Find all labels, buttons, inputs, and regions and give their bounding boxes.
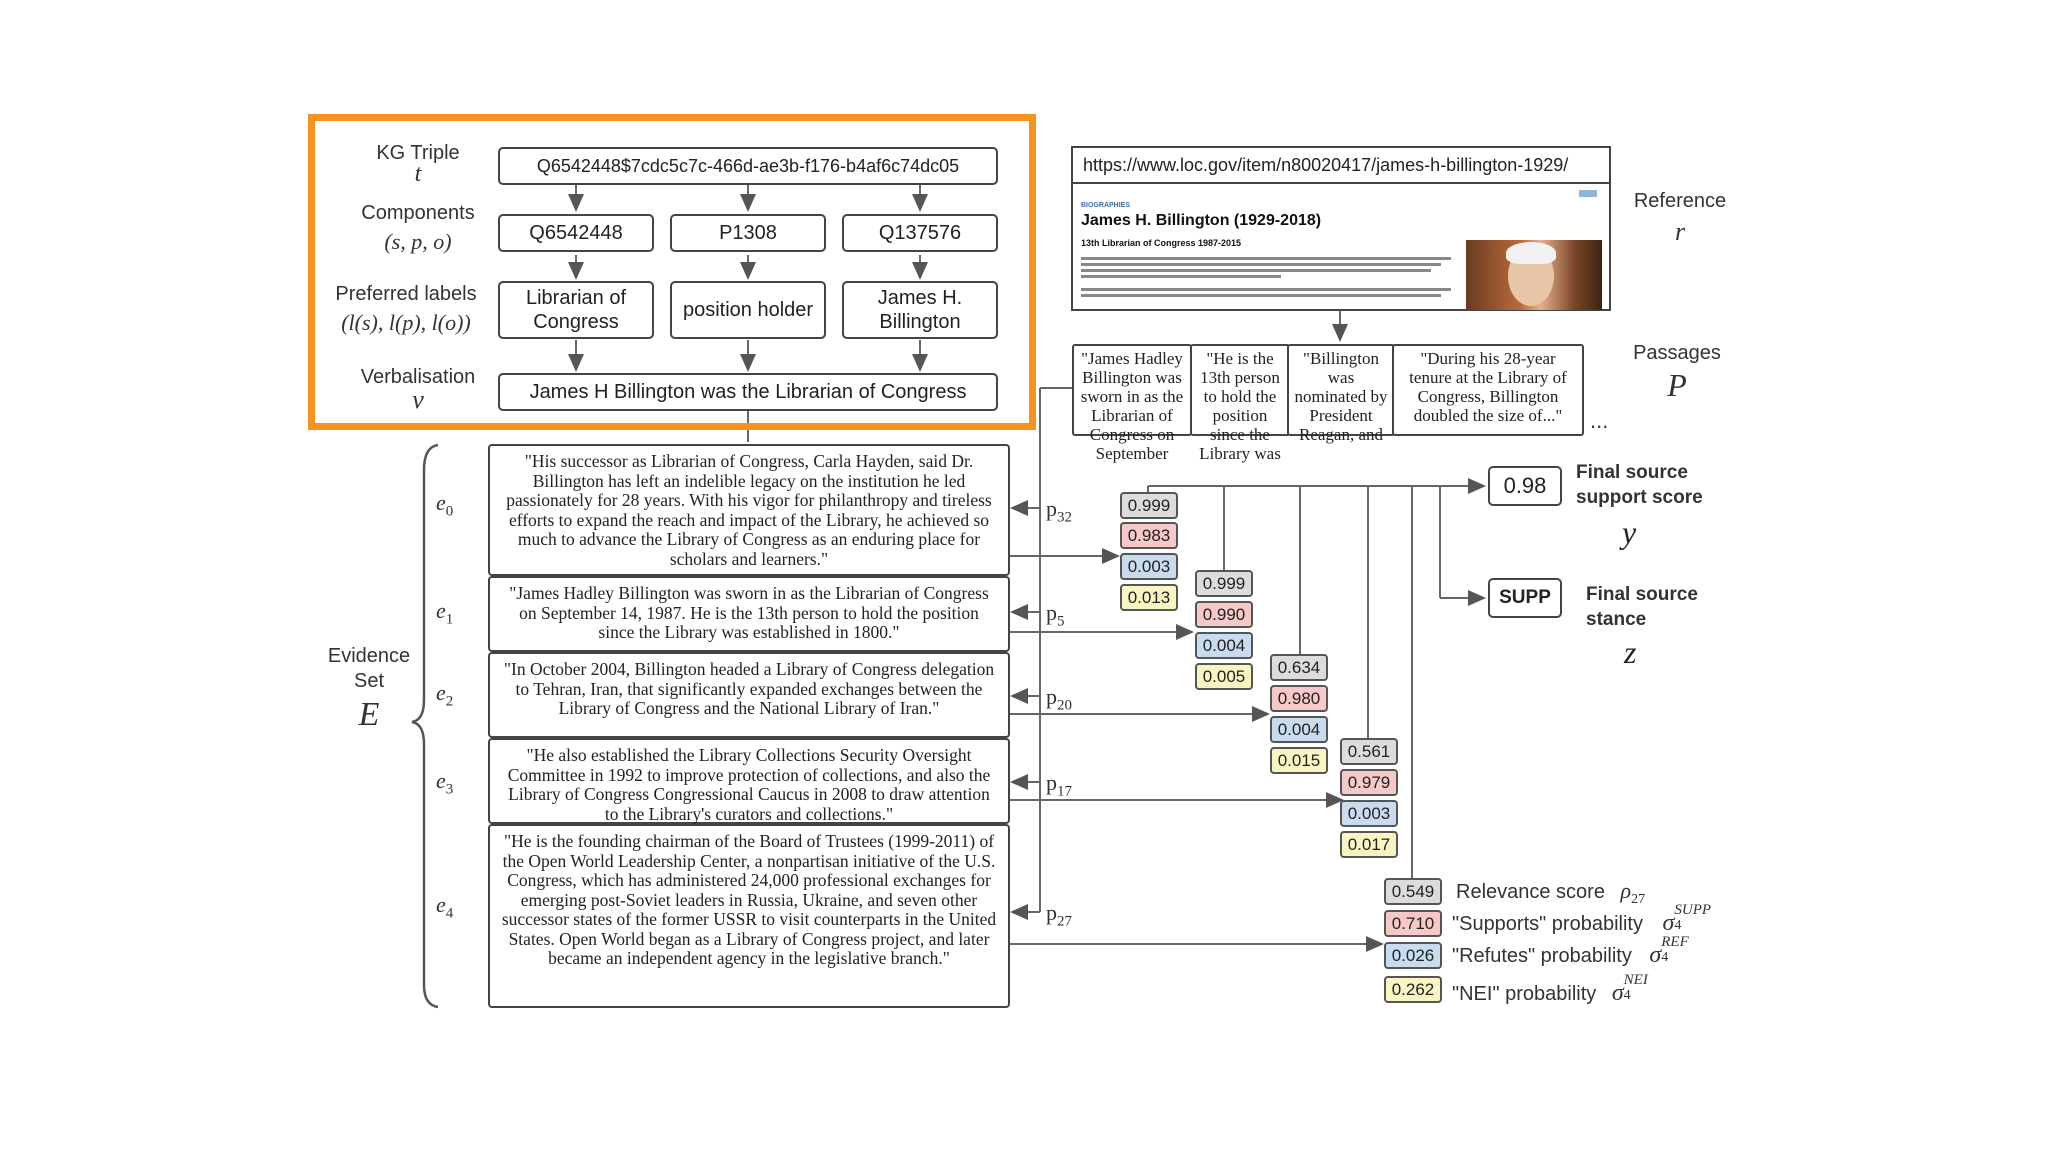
relevance-score: 0.634 xyxy=(1270,654,1328,681)
passage-3: "Billington was nominated by President R… xyxy=(1287,344,1395,444)
refutes-probability: 0.004 xyxy=(1270,716,1328,743)
reference-panel: https://www.loc.gov/item/n80020417/james… xyxy=(1071,146,1611,311)
final-stance-label: Final source stance xyxy=(1586,584,1698,630)
passages-ellipsis: ... xyxy=(1590,408,1609,433)
supports-probability: 0.990 xyxy=(1195,601,1253,628)
passage-1: "James Hadley Billington was sworn in as… xyxy=(1072,344,1192,463)
nei-probability: 0.005 xyxy=(1195,663,1253,690)
supports-probability: 0.979 xyxy=(1340,769,1398,796)
kg-labels-label: Preferred labels (l(s), l(p), l(o)) xyxy=(335,283,477,335)
portrait-image xyxy=(1466,240,1602,310)
passage-index-1: p5 xyxy=(1046,600,1065,630)
object-label-box: James H. Billington xyxy=(842,281,998,339)
kg-components-label: Components (s, p, o) xyxy=(361,202,475,254)
supports-probability: 0.983 xyxy=(1120,522,1178,549)
kg-triple-box: Q6542448$7cdc5c7c-466d-ae3b-f176-b4af6c7… xyxy=(498,147,998,185)
nei-probability: 0.013 xyxy=(1120,584,1178,611)
reference-url: https://www.loc.gov/item/n80020417/james… xyxy=(1073,148,1609,184)
passage-index-3: p17 xyxy=(1046,770,1072,800)
evidence-item-1: "James Hadley Billington was sworn in as… xyxy=(488,576,1010,652)
predicate-id-box: P1308 xyxy=(670,214,826,252)
passage-index-4: p27 xyxy=(1046,900,1072,930)
evidence-id-3: e3 xyxy=(436,768,454,798)
reference-page-preview: BIOGRAPHIES James H. Billington (1929-20… xyxy=(1073,184,1609,310)
refutes-probability: 0.004 xyxy=(1195,632,1253,659)
final-stance-box: SUPP xyxy=(1488,578,1562,618)
final-score-box: 0.98 xyxy=(1488,466,1562,506)
passages-label: Passages P xyxy=(1633,342,1721,403)
predicate-label-box: position holder xyxy=(670,281,826,339)
evidence-id-4: e4 xyxy=(436,892,454,922)
evidence-item-3: "He also established the Library Collect… xyxy=(488,738,1010,824)
passage-index-0: p32 xyxy=(1046,496,1072,526)
evidence-id-0: e0 xyxy=(436,490,454,520)
evidence-set-label: Evidence Set E xyxy=(327,645,411,733)
relevance-score: 0.999 xyxy=(1120,492,1178,519)
reference-label: Reference r xyxy=(1633,190,1727,246)
passage-2: "He is the 13th person to hold the posit… xyxy=(1190,344,1290,463)
reference-page-tag: BIOGRAPHIES xyxy=(1081,202,1131,209)
evidence-item-4: "He is the founding chairman of the Boar… xyxy=(488,824,1010,1008)
refutes-probability: 0.003 xyxy=(1120,553,1178,580)
subject-id-box: Q6542448 xyxy=(498,214,654,252)
verbalisation-box: James H Billington was the Librarian of … xyxy=(498,373,998,411)
nei-probability: 0.262 xyxy=(1384,976,1442,1003)
kg-verbal-label: Verbalisation v xyxy=(360,366,476,414)
relevance-score: 0.999 xyxy=(1195,570,1253,597)
evidence-item-0: "His successor as Librarian of Congress,… xyxy=(488,444,1010,576)
page-badge-icon xyxy=(1579,190,1597,197)
nei-probability: 0.015 xyxy=(1270,747,1328,774)
subject-label-box: Librarian of Congress xyxy=(498,281,654,339)
final-score-symbol: y xyxy=(1622,514,1637,550)
passage-index-2: p20 xyxy=(1046,684,1072,714)
reference-page-subtitle: 13th Librarian of Congress 1987-2015 xyxy=(1081,238,1242,248)
reference-page-title: James H. Billington (1929-2018) xyxy=(1081,212,1322,229)
passage-4: "During his 28-year tenure at the Librar… xyxy=(1392,344,1584,436)
relevance-score: 0.549 xyxy=(1384,878,1442,905)
nei-probability: 0.017 xyxy=(1340,831,1398,858)
supports-probability: 0.710 xyxy=(1384,910,1442,937)
relevance-score: 0.561 xyxy=(1340,738,1398,765)
legend-relevance: Relevance score ρ27 xyxy=(1456,878,1646,907)
object-id-box: Q137576 xyxy=(842,214,998,252)
evidence-id-2: e2 xyxy=(436,680,454,710)
reference-page-body-lines xyxy=(1081,254,1461,300)
kg-highlight-frame xyxy=(308,114,1036,430)
evidence-id-1: e1 xyxy=(436,598,454,628)
refutes-probability: 0.003 xyxy=(1340,800,1398,827)
final-stance-symbol: z xyxy=(1624,634,1637,670)
kg-triple-label: KG Triple t xyxy=(376,142,460,187)
supports-probability: 0.980 xyxy=(1270,685,1328,712)
refutes-probability: 0.026 xyxy=(1384,942,1442,969)
final-score-label: Final source support score xyxy=(1576,462,1703,508)
evidence-item-2: "In October 2004, Billington headed a Li… xyxy=(488,652,1010,738)
